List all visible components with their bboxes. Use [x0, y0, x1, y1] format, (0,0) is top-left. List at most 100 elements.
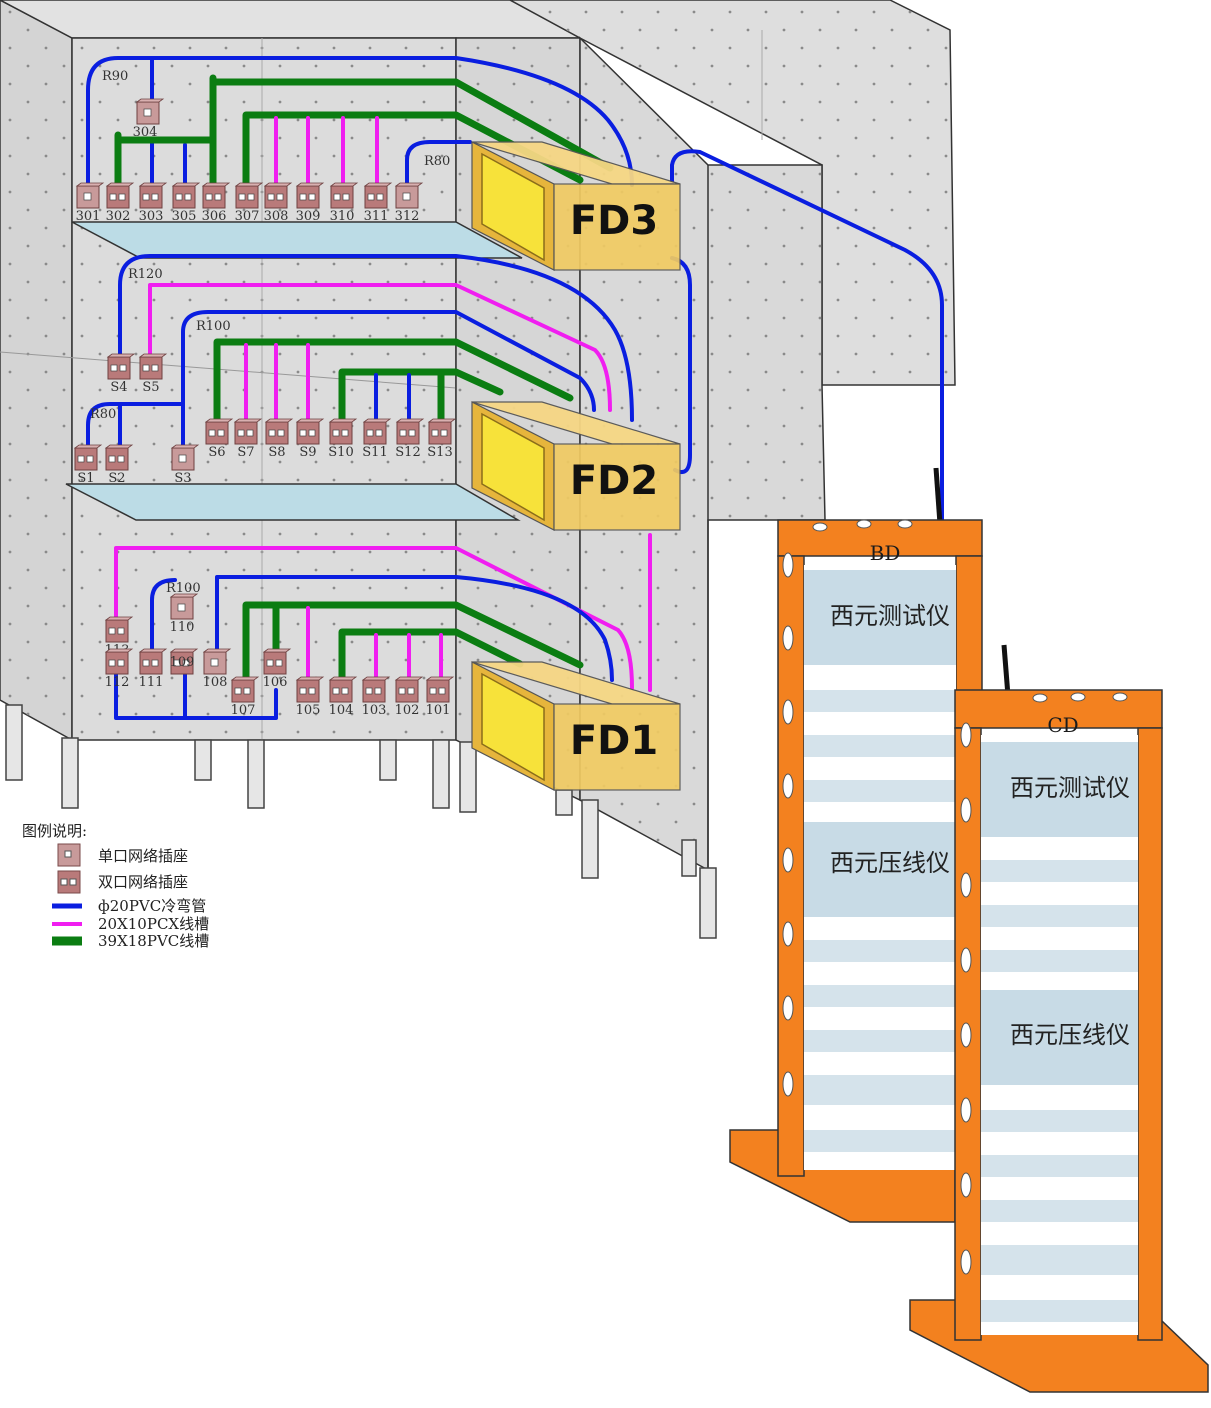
- legend-double-socket: 双口网络插座: [98, 873, 188, 891]
- network-socket: S6: [204, 418, 234, 460]
- socket-label: S7: [237, 445, 254, 460]
- cd-title: CD: [1047, 713, 1078, 737]
- socket-label: 112: [105, 675, 130, 690]
- socket-label: S3: [174, 471, 191, 486]
- network-socket: S3: [170, 444, 200, 486]
- socket-label: 103: [362, 703, 387, 718]
- socket-label: 306: [202, 209, 227, 224]
- cabinet-label-fd1: FD1: [570, 718, 658, 764]
- network-socket: 110: [170, 593, 199, 635]
- socket-label: 108: [203, 675, 228, 690]
- cd-device-tester: 西元测试仪: [1010, 774, 1130, 802]
- radius-label-r100-floor1: R100: [166, 581, 201, 596]
- socket-label: 309: [296, 209, 321, 224]
- network-socket: 312: [395, 182, 424, 224]
- network-socket: S8: [264, 418, 294, 460]
- socket-label: 101: [426, 703, 451, 718]
- radius-label-r100-floor2: R100: [196, 319, 231, 334]
- socket-label: S5: [142, 380, 159, 395]
- cabinet-fd3: FD3: [471, 141, 681, 271]
- legend-pcx-trough: 20X10PCX线槽: [98, 915, 209, 933]
- network-socket: 112: [105, 648, 134, 690]
- network-socket: 308: [264, 182, 293, 224]
- backbone-conduit: [670, 149, 944, 530]
- wall-legs: [5, 704, 717, 939]
- socket-label: 307: [235, 209, 260, 224]
- radius-label-r80-floor3: R80: [424, 154, 450, 169]
- socket-label: 104: [329, 703, 354, 718]
- bd-title: BD: [870, 541, 901, 565]
- bd-rack-top: [777, 519, 983, 557]
- network-socket: 305: [172, 182, 201, 224]
- cabinet-label-fd3: FD3: [570, 198, 658, 244]
- cd-device-crimper: 西元压线仪: [1010, 1021, 1130, 1049]
- legend: 图例说明: 单口网络插座 双口网络插座 ф20PVC冷弯管 20X10PCX线槽…: [22, 822, 209, 950]
- socket-label: 312: [395, 209, 420, 224]
- network-socket: 302: [106, 182, 135, 224]
- socket-label: 102: [395, 703, 420, 718]
- network-socket: 107: [231, 676, 260, 718]
- legend-pvc-pipe: ф20PVC冷弯管: [98, 897, 206, 915]
- network-socket: S4: [106, 353, 136, 395]
- network-socket: 304: [133, 98, 165, 140]
- network-socket: 108: [203, 648, 232, 690]
- network-socket: S9: [295, 418, 325, 460]
- network-socket: 101: [426, 676, 455, 718]
- double-socket-icon: [57, 870, 81, 894]
- socket-label: 305: [172, 209, 197, 224]
- network-socket: S13: [427, 418, 457, 460]
- network-socket: 307: [235, 182, 264, 224]
- radius-label-r120: R120: [128, 267, 163, 282]
- network-socket: S11: [362, 418, 392, 460]
- network-socket: S7: [233, 418, 263, 460]
- socket-label: 304: [133, 125, 158, 140]
- socket-label: S8: [268, 445, 285, 460]
- socket-label: S10: [328, 445, 353, 460]
- network-socket: 303: [139, 182, 168, 224]
- radius-label-r90: R90: [102, 69, 128, 84]
- socket-label: S6: [208, 445, 225, 460]
- wall-top: [0, 0, 581, 39]
- socket-label: 111: [139, 675, 164, 690]
- network-socket: 111: [139, 648, 168, 690]
- socket-label: S12: [395, 445, 420, 460]
- socket-label: S11: [362, 445, 387, 460]
- network-socket: 309: [296, 182, 325, 224]
- shelf-floor2: [65, 483, 521, 521]
- network-socket: 105: [296, 676, 325, 718]
- radius-labels: R90 R80 R120 R100 R80 R100: [90, 69, 450, 596]
- socket-label: 302: [106, 209, 131, 224]
- socket-label: 106: [263, 675, 288, 690]
- network-socket: S12: [395, 418, 425, 460]
- network-socket: S5: [138, 353, 168, 395]
- cabinet-fd1: FD1: [471, 661, 681, 791]
- floor1-cabling: [114, 533, 652, 720]
- shelf-floor3: [71, 221, 523, 259]
- legend-title: 图例说明:: [22, 822, 87, 840]
- cabinet-label-fd2: FD2: [570, 458, 658, 504]
- socket-label: 107: [231, 703, 256, 718]
- single-socket-icon: [57, 843, 81, 867]
- socket-label: S1: [77, 471, 94, 486]
- network-socket: 104: [329, 676, 358, 718]
- socket-label: 301: [76, 209, 101, 224]
- network-socket: S1: [73, 444, 103, 486]
- network-socket: 106: [263, 648, 292, 690]
- network-socket: S2: [104, 444, 134, 486]
- socket-label: 310: [330, 209, 355, 224]
- network-socket: 102: [395, 676, 424, 718]
- socket-label: 105: [296, 703, 321, 718]
- network-socket: 311: [364, 182, 393, 224]
- socket-label: S9: [299, 445, 316, 460]
- network-socket: 306: [202, 182, 231, 224]
- socket-label: S13: [427, 445, 452, 460]
- rack-cd: CD 西元测试仪 西元压线仪: [909, 644, 1209, 1393]
- bd-device-tester: 西元测试仪: [830, 602, 950, 630]
- network-socket: 301: [76, 182, 105, 224]
- network-socket: 310: [330, 182, 359, 224]
- bd-device-crimper: 西元压线仪: [830, 849, 950, 877]
- network-socket: 103: [362, 676, 391, 718]
- cd-rack-top: [954, 689, 1163, 729]
